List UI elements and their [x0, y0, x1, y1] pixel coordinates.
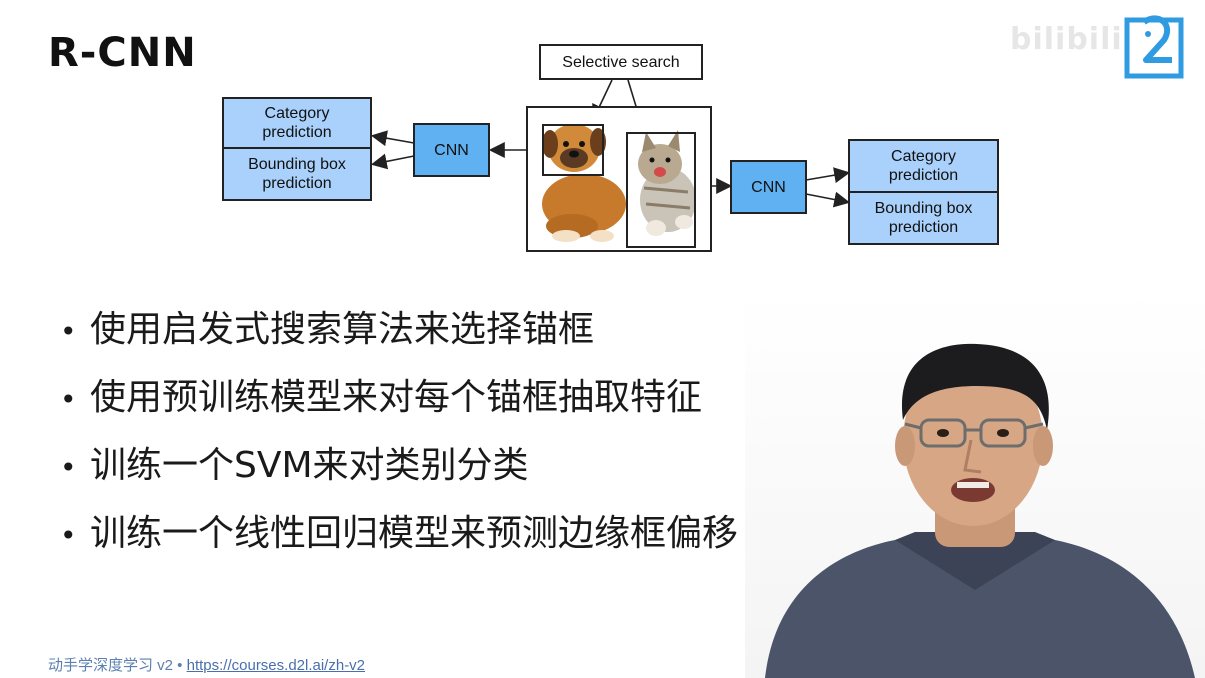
bullet-dot: •	[60, 518, 77, 552]
selective-search-box: Selective search	[539, 44, 703, 80]
arrow-right-cnn-to-bbox	[805, 191, 851, 208]
bullet-dot: •	[60, 314, 77, 348]
footer-text: 动手学深度学习 v2 •	[48, 657, 183, 674]
bullet-item: • 使用预训练模型来对每个锚框抽取特征	[60, 368, 702, 420]
bullet-item: • 训练一个线性回归模型来预测边缘框偏移	[60, 504, 738, 556]
bullet-dot: •	[60, 382, 77, 416]
bullet-text: 训练一个SVM来对类别分类	[90, 445, 529, 486]
footer: 动手学深度学习 v2 • https://courses.d2l.ai/zh-v…	[48, 654, 365, 675]
dog-and-cat-photo	[526, 106, 712, 252]
right-bbox-prediction-box: Bounding box prediction	[848, 191, 999, 245]
bilibili-watermark: bilibili	[1010, 22, 1123, 57]
left-bbox-prediction-box: Bounding box prediction	[222, 147, 372, 201]
d2l-logo-icon	[1124, 15, 1184, 79]
cat-region-proposal	[626, 132, 696, 248]
left-cnn-box: CNN	[413, 123, 490, 177]
bullet-item: • 训练一个SVM来对类别分类	[60, 436, 529, 488]
arrow-right-cnn-to-category	[805, 167, 851, 184]
presenter-video-feed	[745, 290, 1205, 678]
bullet-item: • 使用启发式搜索算法来选择锚框	[60, 300, 594, 352]
footer-course-link[interactable]: https://courses.d2l.ai/zh-v2	[186, 657, 366, 674]
arrow-left-cnn-to-category	[370, 130, 415, 147]
slide-title: R-CNN	[48, 30, 197, 76]
bullet-text: 使用启发式搜索算法来选择锚框	[90, 309, 595, 350]
bullet-dot: •	[60, 450, 77, 484]
bullet-text: 使用预训练模型来对每个锚框抽取特征	[90, 377, 703, 418]
bullet-text: 训练一个线性回归模型来预测边缘框偏移	[90, 513, 739, 554]
diagram-arrows	[370, 79, 851, 208]
arrow-left-cnn-to-bbox	[370, 153, 415, 170]
right-category-prediction-box: Category prediction	[848, 139, 999, 193]
left-category-prediction-box: Category prediction	[222, 97, 372, 149]
dog-region-proposal	[542, 124, 604, 176]
rcnn-diagram: Selective search Category prediction Bou…	[0, 0, 1205, 270]
right-cnn-box: CNN	[730, 160, 807, 214]
